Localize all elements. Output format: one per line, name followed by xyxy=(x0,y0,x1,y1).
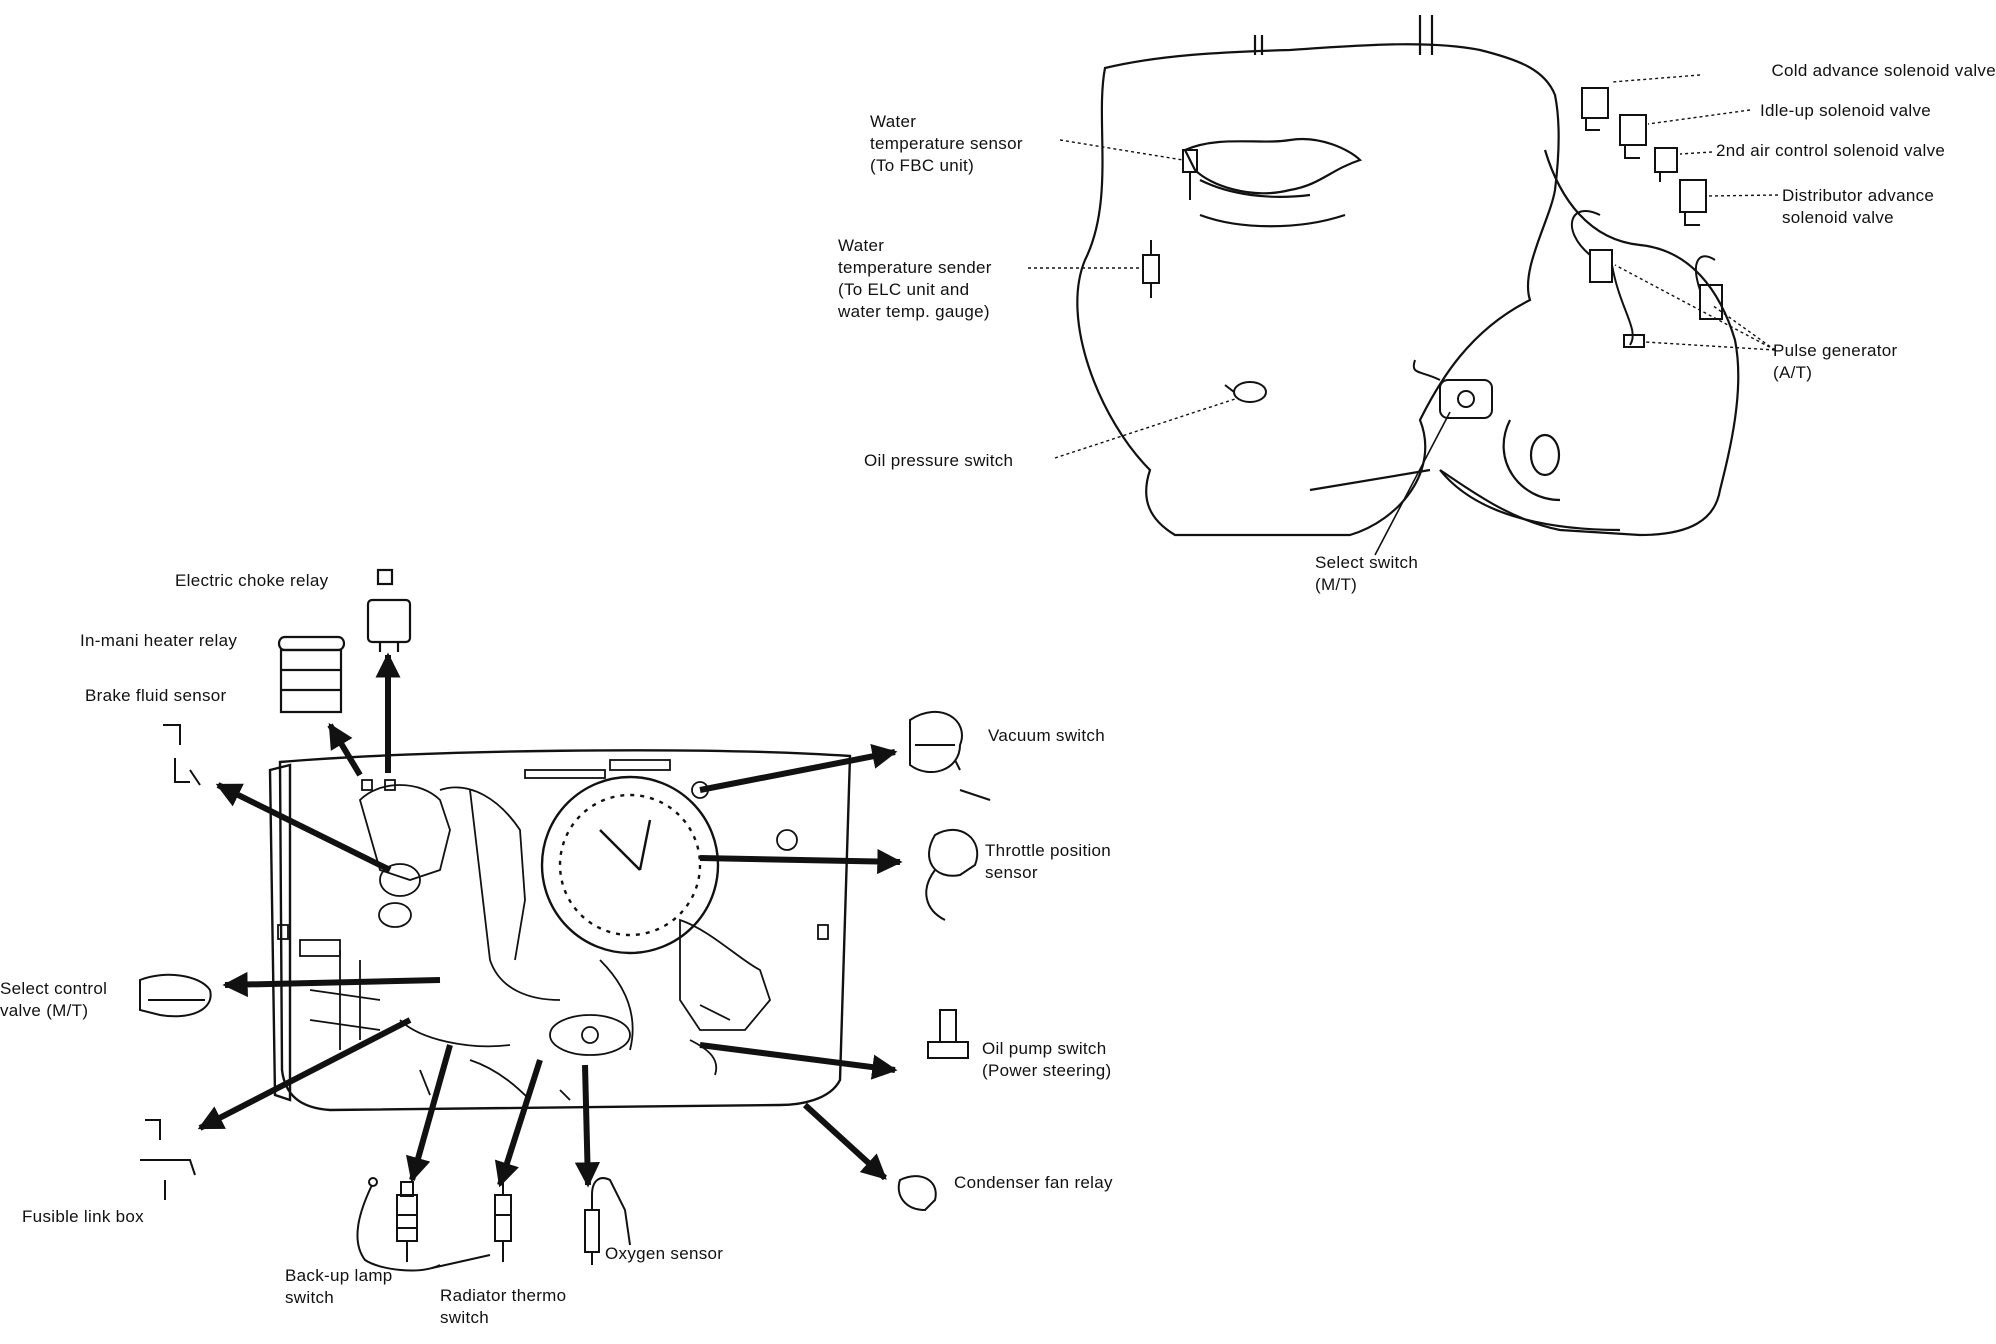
label-throttle-position-sensor: Throttle position sensor xyxy=(985,841,1112,882)
label-condenser-fan-relay: Condenser fan relay xyxy=(954,1173,1113,1192)
label-select-control-valve: Select control valve (M/T) xyxy=(0,979,108,1020)
engine-block-outline xyxy=(1076,15,1740,537)
side-component-sketches xyxy=(139,710,991,1212)
brake-booster xyxy=(540,775,720,955)
water-temperature-sensor-sketch xyxy=(1182,149,1198,200)
label-pulse-generator: Pulse generator (A/T) xyxy=(1773,341,1898,382)
label-back-up-lamp-switch: Back-up lamp switch xyxy=(285,1266,393,1307)
label-idle-up-solenoid-valve: Idle-up solenoid valve xyxy=(1760,101,1932,120)
select-switch-leader xyxy=(1374,411,1451,556)
pulse-generator-sketch xyxy=(1571,209,1723,348)
engine-bay-components xyxy=(277,759,829,1101)
label-cold-advance-solenoid-valve: Cold advance solenoid valve xyxy=(1771,61,1996,80)
select-switch-sketch xyxy=(1412,359,1493,419)
water-temperature-sender-sketch xyxy=(1142,240,1160,298)
bottom-sensor-sketches xyxy=(356,1177,631,1272)
label-oil-pump-switch: Oil pump switch (Power steering) xyxy=(982,1039,1112,1080)
label-2nd-air-control-solenoid-valve: 2nd air control solenoid valve xyxy=(1716,141,1946,160)
label-water-temperature-sensor: Water temperature sensor (To FBC unit) xyxy=(870,112,1023,175)
pointer-arrows xyxy=(197,652,903,1188)
label-radiator-thermo-switch: Radiator thermo switch xyxy=(440,1286,567,1327)
oil-pressure-switch-sketch xyxy=(1224,381,1267,403)
leader-lines-top xyxy=(1028,74,1779,459)
label-water-temperature-sender: Water temperature sender (To ELC unit an… xyxy=(838,236,992,321)
label-select-switch: Select switch (M/T) xyxy=(1315,553,1419,594)
label-vacuum-switch: Vacuum switch xyxy=(988,726,1105,745)
label-fusible-link-box: Fusible link box xyxy=(22,1207,144,1226)
label-oxygen-sensor: Oxygen sensor xyxy=(605,1244,724,1263)
solenoid-valve-sketches xyxy=(1581,87,1707,226)
label-electric-choke-relay: Electric choke relay xyxy=(175,571,329,590)
label-in-mani-heater-relay: In-mani heater relay xyxy=(80,631,238,650)
label-oil-pressure-switch: Oil pressure switch xyxy=(864,451,1014,470)
label-distributor-advance-solenoid-valve: Distributor advance solenoid valve xyxy=(1782,186,1935,227)
relay-sketches xyxy=(277,568,412,714)
label-brake-fluid-sensor: Brake fluid sensor xyxy=(85,686,227,705)
